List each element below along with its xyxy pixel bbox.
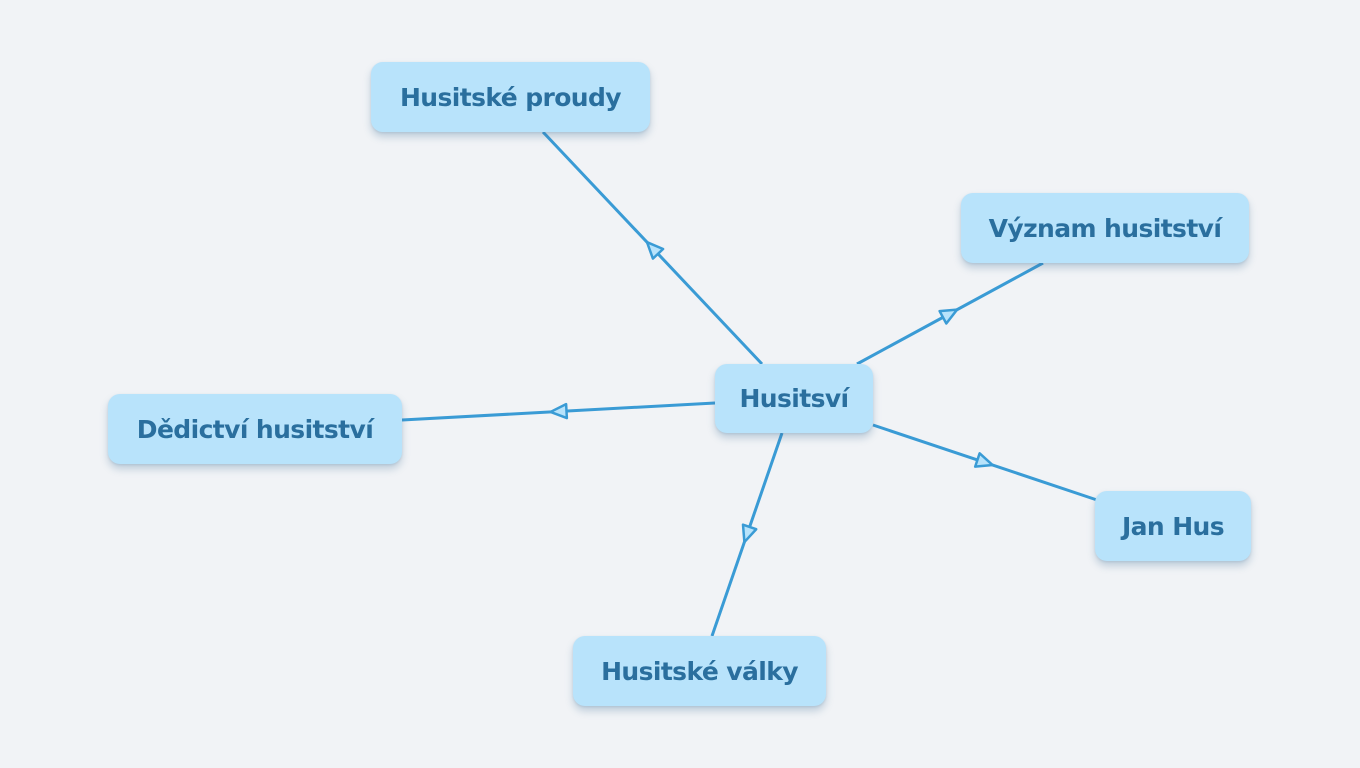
node-label: Význam husitství [988,213,1222,243]
edge-proudy [541,130,764,366]
edge-janhus [872,423,1098,502]
center-node-husitstvi[interactable]: Husitsví [715,364,873,433]
arrow-head-icon [549,402,569,420]
edge-vyznam [856,261,1044,366]
node-label: Dědictví husitství [136,414,374,444]
node-jan-hus[interactable]: Jan Hus [1095,491,1251,561]
node-husitske-valky[interactable]: Husitské války [573,636,826,706]
arrow-head-icon [741,523,758,544]
edge-valky [710,432,784,637]
arrow-head-icon [938,308,959,325]
node-vyznam-husitstvi[interactable]: Význam husitství [961,193,1249,263]
node-label: Husitské války [601,656,798,686]
node-label: Husitské proudy [399,82,622,112]
node-label: Husitsví [739,384,849,413]
arrow-head-icon [973,452,994,468]
node-label: Jan Hus [1121,511,1225,541]
node-dedictvi-husitstvi[interactable]: Dědictví husitství [108,394,402,464]
edge-dedictvi [401,401,716,422]
node-husitske-proudy[interactable]: Husitské proudy [371,62,650,132]
arrow-head-icon [645,240,665,260]
